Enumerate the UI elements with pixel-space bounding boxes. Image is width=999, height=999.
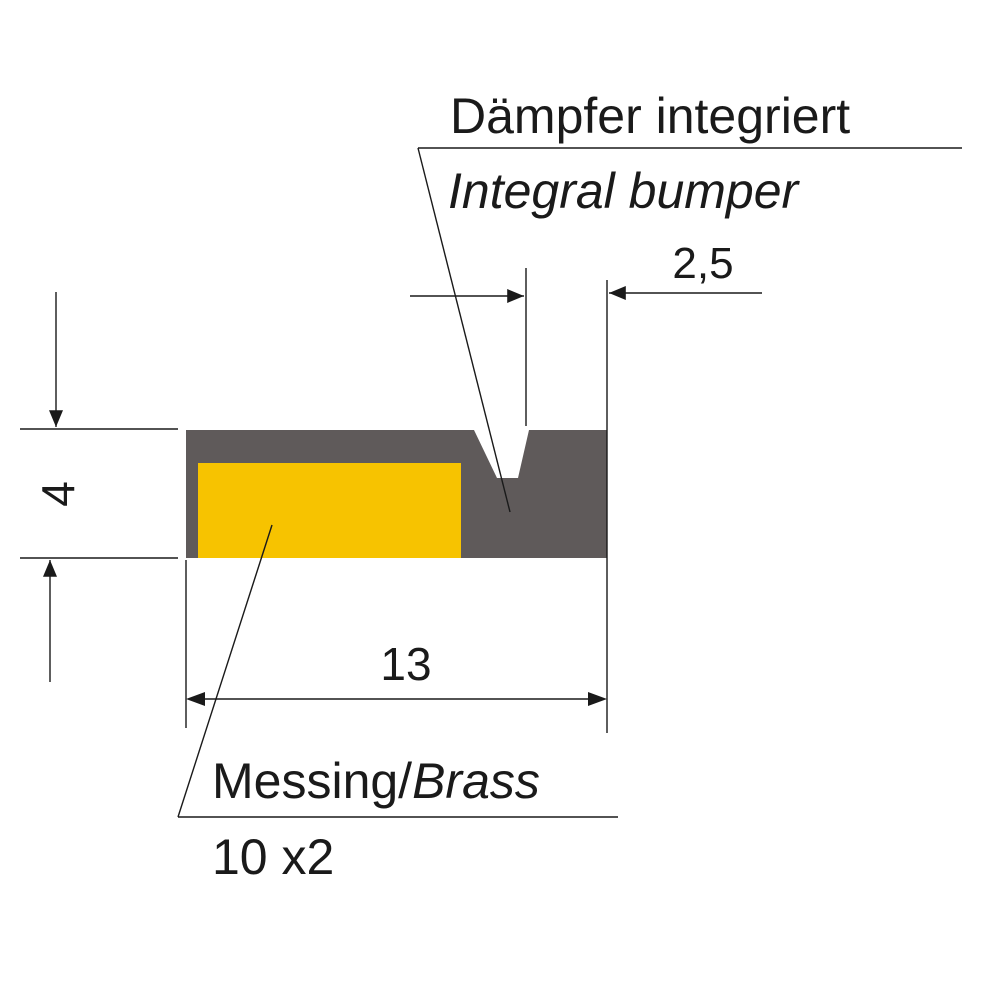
bumper-label-en: Integral bumper bbox=[448, 163, 801, 219]
slot-width-label: 2,5 bbox=[672, 239, 733, 288]
bumper-label-de: Dämpfer integriert bbox=[450, 88, 850, 144]
brass-label-de: Messing/ bbox=[212, 753, 412, 809]
brass-leader bbox=[177, 524, 273, 818]
height-label: 4 bbox=[32, 481, 84, 507]
brass-label: Messing/Brass bbox=[212, 753, 540, 809]
brass-size-label: 10 x2 bbox=[212, 829, 334, 885]
width-arrow-left bbox=[186, 692, 205, 706]
width-arrow-right bbox=[588, 692, 607, 706]
bumper-leader bbox=[417, 147, 511, 513]
width-label: 13 bbox=[380, 638, 431, 690]
brass-insert bbox=[198, 463, 461, 558]
brass-label-en: Brass bbox=[412, 753, 540, 809]
